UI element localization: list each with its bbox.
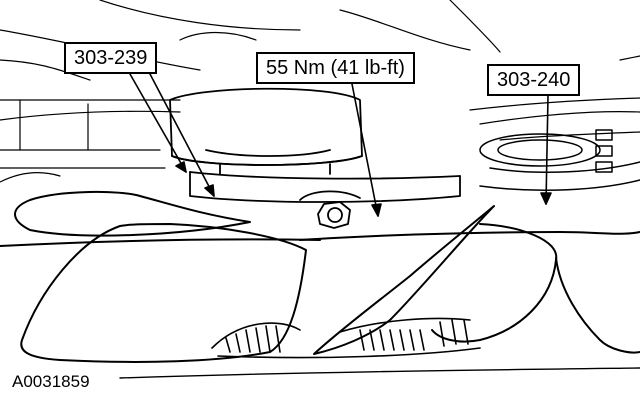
- callout-torque-spec: 55 Nm (41 lb-ft): [256, 52, 415, 84]
- background-structure: [0, 0, 640, 183]
- bolt-icon: [299, 190, 361, 229]
- fan-belt: [211, 317, 481, 359]
- leader-arrow-icon: [129, 73, 552, 217]
- base-line: [119, 367, 640, 379]
- fan-blade-icon: [0, 190, 640, 363]
- figure-id: A0031859: [12, 372, 90, 391]
- callout-tool-303-239: 303-239: [64, 42, 158, 74]
- pulley-icon: [479, 129, 640, 191]
- callout-tool-303-240: 303-240: [487, 64, 581, 96]
